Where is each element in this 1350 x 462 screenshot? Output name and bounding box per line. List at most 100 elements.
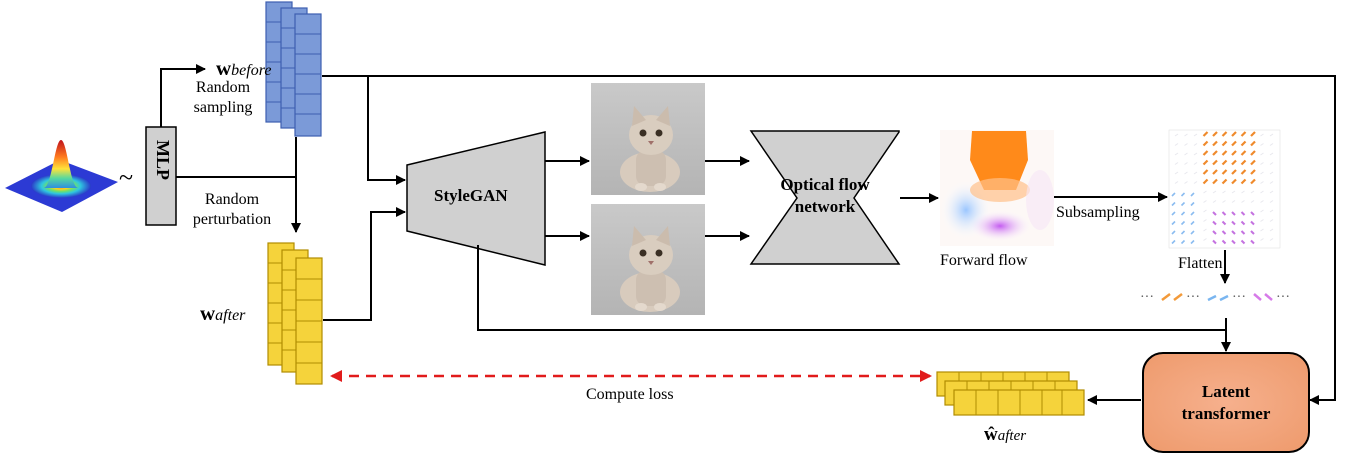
random-sampling-label: Random sampling [193, 79, 253, 116]
w-hat-after-latent-stack [936, 371, 1085, 416]
forward-flow-label: Forward flow [940, 252, 1028, 269]
flow-vector-mark [1250, 239, 1255, 245]
flow-vector-mark [1269, 238, 1274, 241]
flow-vector-mark [1221, 131, 1228, 137]
flow-vector-mark [1203, 219, 1207, 222]
flow-vector-mark [1174, 143, 1179, 146]
flow-vector-mark [1212, 220, 1217, 226]
flow-vector-mark [1231, 140, 1237, 147]
flow-vector-mark [1241, 200, 1245, 203]
flow-vector-mark [1241, 190, 1245, 194]
flow-vector-mark [1171, 239, 1176, 245]
flow-vector-mark [1231, 159, 1237, 166]
flow-vector-mark [1269, 200, 1274, 203]
flow-vector-mark [1250, 150, 1256, 156]
flow-vector-mark [1221, 150, 1228, 156]
flatten-label: Flatten [1178, 255, 1223, 272]
mlp-label: MLP [153, 140, 173, 180]
flow-vector-mark [1269, 190, 1274, 194]
w-before-latent-stack [265, 1, 322, 137]
flow-vector-mark [1202, 140, 1209, 147]
flow-vector-mark [1203, 209, 1207, 213]
flow-vector-mark [1250, 169, 1256, 175]
flow-vector-mark [1269, 228, 1274, 232]
flow-vector-mark [1212, 230, 1217, 235]
flow-vector-mark [1240, 178, 1247, 185]
flow-vector-mark [1269, 209, 1274, 213]
flow-vector-mark [1269, 162, 1274, 165]
flow-vector-mark [1231, 220, 1236, 226]
flow-vector-mark [1250, 131, 1256, 137]
flow-vector-mark [1180, 192, 1186, 197]
flow-vector-mark [1171, 201, 1176, 207]
flow-vector-mark [1260, 228, 1264, 232]
random-perturbation-label: Random perturbation [192, 191, 272, 228]
flow-vector-mark [1212, 211, 1217, 216]
compute-loss-label: Compute loss [586, 386, 674, 403]
flattened-flow-sequence: ··· ··· ··· ··· [1140, 290, 1290, 305]
flow-vector-mark [1250, 211, 1255, 216]
flow-vector-mark [1212, 140, 1218, 147]
flow-vector-mark [1231, 190, 1236, 194]
flow-vector-mark [1221, 230, 1227, 235]
flow-vector-mark [1190, 230, 1195, 235]
flow-vector-mark [1231, 178, 1237, 185]
flow-vector-mark [1240, 230, 1246, 235]
flow-vector-mark [1269, 143, 1274, 146]
w-hat-after-label: ŵafter [984, 424, 1027, 445]
flow-vector-mark [1221, 159, 1228, 166]
flow-vector-mark [1174, 181, 1179, 184]
cat-image-before [591, 83, 705, 195]
flow-vector-mark [1202, 178, 1209, 185]
flow-vector-mark [1193, 152, 1198, 156]
flow-vector-mark [1180, 220, 1186, 226]
flow-vector-mark [1202, 159, 1209, 166]
flow-vector-mark [1240, 140, 1247, 147]
flow-vector-mark [1260, 162, 1264, 165]
forward-flow-image [940, 130, 1054, 246]
flow-vector-mark [1231, 150, 1237, 156]
flow-vector-mark [1212, 159, 1218, 166]
svg-text:···: ··· [1276, 290, 1290, 305]
flow-vector-mark [1193, 143, 1198, 146]
flow-vector-mark [1240, 159, 1247, 166]
flow-vector-mark [1269, 181, 1274, 184]
flow-vector-mark [1174, 152, 1179, 156]
flow-vector-mark [1250, 178, 1256, 185]
flow-vector-mark [1240, 169, 1247, 175]
flow-vector-mark [1240, 211, 1246, 216]
flow-vector-mark [1180, 239, 1186, 245]
flow-vector-mark [1202, 150, 1209, 156]
flow-vector-mark [1212, 200, 1217, 203]
stylegan-label: StyleGAN [434, 186, 508, 205]
flow-vector-mark [1222, 200, 1226, 203]
flow-vector-mark [1231, 200, 1236, 203]
flow-vector-mark [1231, 169, 1237, 175]
flow-vector-mark [1221, 220, 1227, 226]
svg-text:···: ··· [1140, 290, 1154, 305]
flow-vector-mark [1212, 150, 1218, 156]
flow-vector-mark [1221, 178, 1228, 185]
flow-vector-mark [1221, 211, 1227, 216]
cat-image-after [591, 204, 705, 315]
flow-vector-mark [1260, 133, 1264, 137]
flow-vector-mark [1221, 140, 1228, 147]
flow-vector-mark [1174, 162, 1179, 165]
flow-vector-mark [1171, 230, 1176, 235]
optical-flow-network-label: Optical flow network [780, 175, 870, 216]
flow-vector-mark [1193, 162, 1198, 165]
stylegan-block [406, 131, 546, 266]
w-after-latent-stack [267, 242, 323, 385]
flow-vector-mark [1250, 190, 1255, 194]
flow-vector-mark [1171, 220, 1176, 226]
flow-vector-mark [1250, 230, 1255, 235]
flow-vector-mark [1203, 238, 1207, 241]
svg-text:···: ··· [1186, 290, 1200, 305]
flow-vector-mark [1203, 190, 1207, 194]
flow-vector-mark [1203, 228, 1207, 232]
subsampling-label: Subsampling [1056, 204, 1140, 221]
flow-vector-mark [1184, 171, 1188, 175]
flow-vector-mark [1221, 169, 1228, 175]
svg-text:···: ··· [1232, 290, 1246, 305]
